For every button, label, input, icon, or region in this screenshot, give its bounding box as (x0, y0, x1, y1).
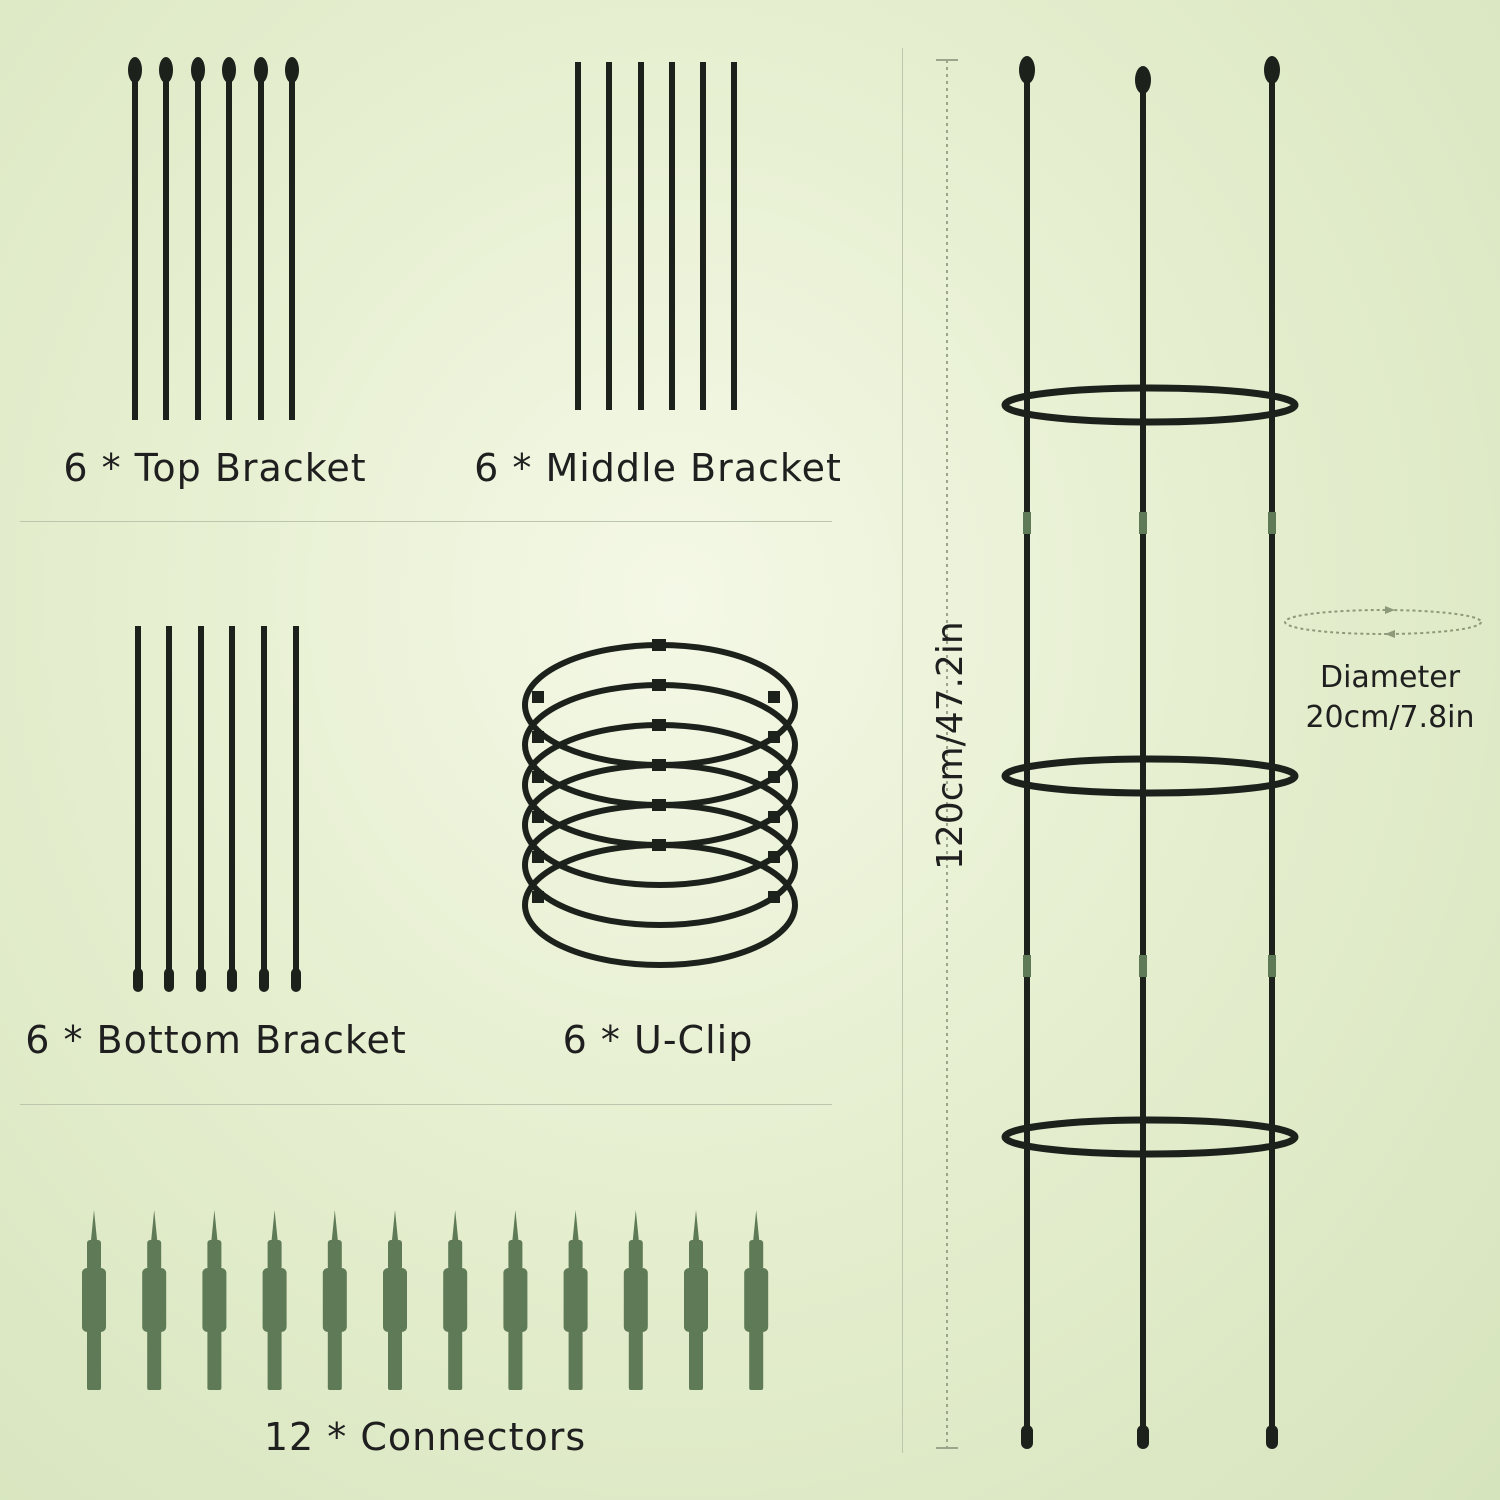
connector-upper (87, 1240, 101, 1270)
u-clip-tab (768, 691, 780, 703)
connector-sleeve (202, 1268, 227, 1332)
u-clip-tab (768, 851, 780, 863)
connector-lower (267, 1330, 282, 1390)
connector-upper (628, 1240, 643, 1270)
connector-sleeve (623, 1268, 648, 1332)
divider-top (20, 521, 832, 522)
rod-finial (159, 57, 173, 83)
u-clip-tab (532, 691, 544, 703)
connector-upper (207, 1240, 222, 1270)
u-clip-tab (768, 891, 780, 903)
connector-sleeve (443, 1268, 468, 1332)
connector-sleeve (563, 1268, 588, 1332)
top-bracket-label: 6 * Top Bracket (63, 446, 367, 490)
trellis-connector (1268, 955, 1276, 977)
connector-lower (147, 1330, 162, 1390)
connector-sleeve (744, 1268, 769, 1332)
connector-upper (388, 1240, 402, 1270)
rod-finial (254, 57, 268, 83)
connector-lower (448, 1330, 463, 1390)
u-clip-label: 6 * U-Clip (562, 1018, 754, 1062)
trellis-connector (1023, 512, 1031, 534)
rod-finial (191, 57, 205, 83)
connector-lower (568, 1330, 583, 1390)
connectors-label: 12 * Connectors (263, 1415, 587, 1459)
u-clip-tab (532, 891, 544, 903)
u-clip-tab (652, 639, 666, 651)
u-clip-tab (768, 731, 780, 743)
middle-bracket-label: 6 * Middle Bracket (474, 446, 842, 490)
rod-finial (128, 57, 142, 83)
connector-upper (689, 1240, 703, 1270)
u-clip-tab (652, 719, 666, 731)
connector-lower (749, 1330, 764, 1390)
trellis-finial (1135, 66, 1151, 94)
connector-sleeve (262, 1268, 287, 1332)
rod-foot (196, 968, 206, 992)
connector-lower (87, 1330, 101, 1390)
trellis-ring (1001, 755, 1299, 797)
trellis-connector (1139, 512, 1147, 534)
height-dimension-label: 120cm/47.2in (930, 621, 971, 870)
u-clip-tab (768, 811, 780, 823)
bottom-bracket-label: 6 * Bottom Bracket (25, 1018, 407, 1062)
connector-lower (628, 1330, 643, 1390)
connector-upper (508, 1240, 523, 1270)
u-clip-tab (768, 771, 780, 783)
connector-lower (508, 1330, 523, 1390)
rod-foot (227, 968, 237, 992)
connector-upper (749, 1240, 764, 1270)
u-clip-tab (652, 799, 666, 811)
rod-foot (133, 968, 143, 992)
trellis-connector (1139, 955, 1147, 977)
trellis-foot (1021, 1425, 1033, 1449)
diameter-title: Diameter (1319, 660, 1461, 695)
connector-sleeve (383, 1268, 407, 1332)
connector-upper (568, 1240, 583, 1270)
diameter-indicator (1284, 609, 1482, 635)
u-clip-tab (652, 679, 666, 691)
u-clip-tab (532, 811, 544, 823)
divider-middle (20, 1104, 832, 1105)
trellis-finial (1019, 56, 1035, 84)
arrow-left-icon (1385, 630, 1395, 638)
diameter-label: Diameter 20cm/7.8in (1290, 658, 1490, 738)
u-clip-tab (532, 771, 544, 783)
connector-sleeve (503, 1268, 528, 1332)
rod-foot (164, 968, 174, 992)
diameter-value: 20cm/7.8in (1305, 700, 1475, 735)
arrow-right-icon (1385, 606, 1395, 614)
connector-sleeve (684, 1268, 708, 1332)
trellis-connector (1023, 955, 1031, 977)
rod-foot (291, 968, 301, 992)
connector-sleeve (142, 1268, 167, 1332)
connector-sleeve (82, 1268, 106, 1332)
trellis-foot (1266, 1425, 1278, 1449)
connector-upper (267, 1240, 282, 1270)
connector-lower (689, 1330, 703, 1390)
connector-lower (207, 1330, 222, 1390)
rod-foot (259, 968, 269, 992)
u-clip-tab (532, 851, 544, 863)
trellis-ring (1001, 384, 1299, 426)
connector-lower (327, 1330, 342, 1390)
trellis-finial (1264, 56, 1280, 84)
divider-vertical (902, 48, 903, 1453)
trellis-foot (1137, 1425, 1149, 1449)
connector-upper (147, 1240, 162, 1270)
rod-finial (285, 57, 299, 83)
u-clip-tab (532, 731, 544, 743)
connector-lower (388, 1330, 402, 1390)
u-clip-tab (652, 839, 666, 851)
u-clip-tab (652, 759, 666, 771)
connector-sleeve (322, 1268, 347, 1332)
connector-upper (327, 1240, 342, 1270)
rod-finial (222, 57, 236, 83)
trellis-connector (1268, 512, 1276, 534)
trellis-ring (1001, 1116, 1299, 1158)
connector-upper (448, 1240, 463, 1270)
